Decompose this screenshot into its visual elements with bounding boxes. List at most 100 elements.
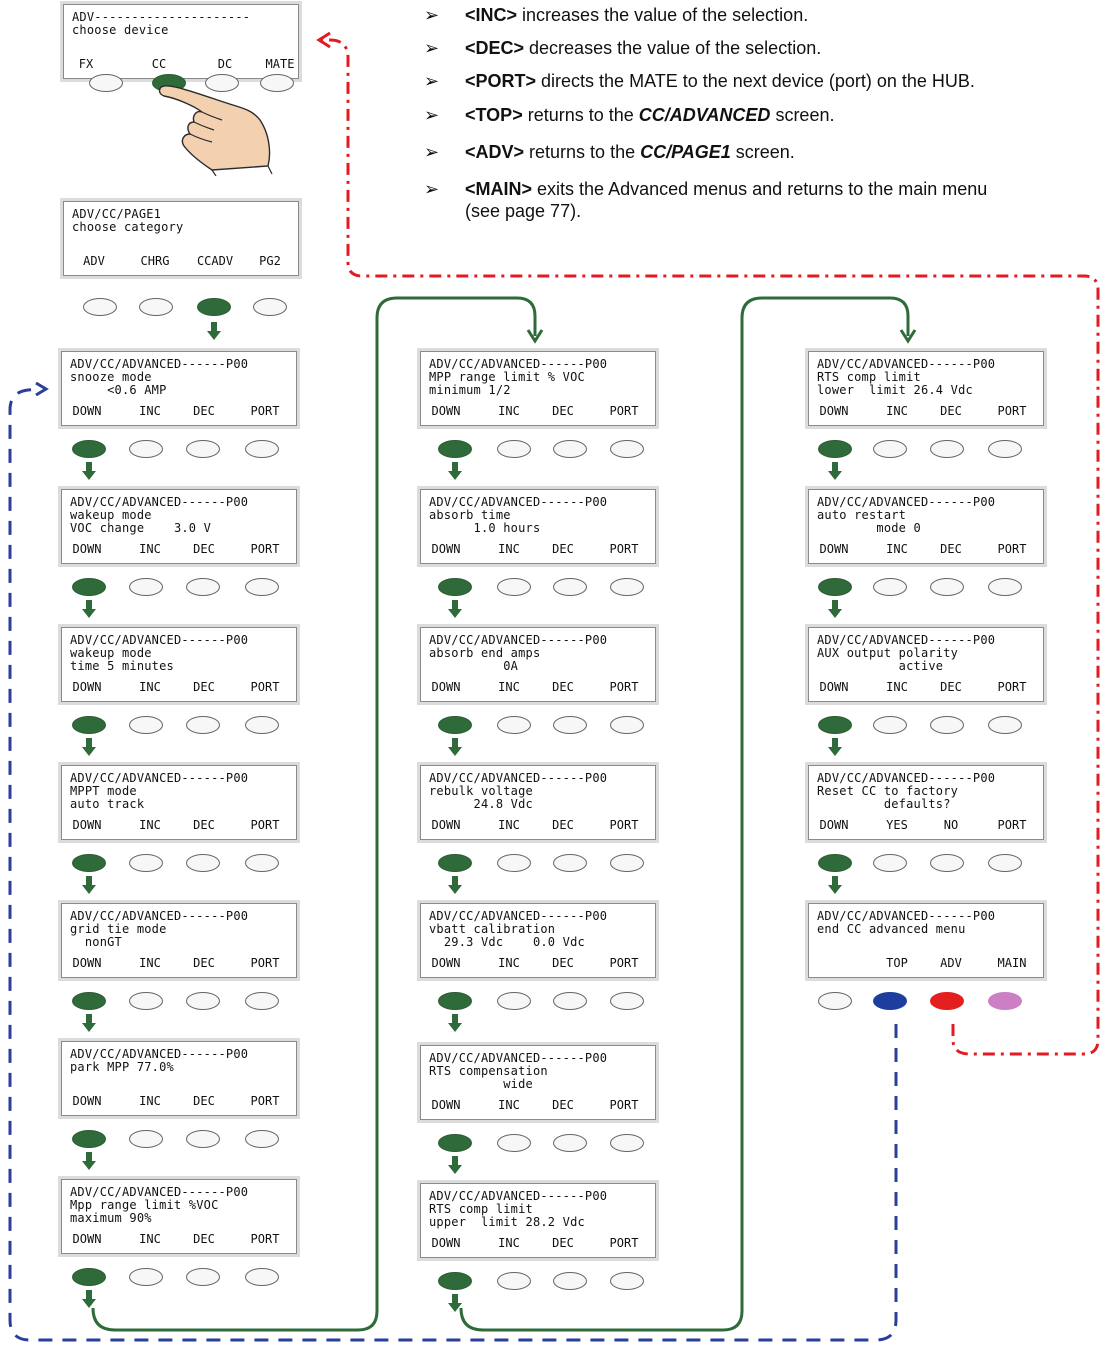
arrowhead-bullet-icon: ➢	[424, 5, 440, 25]
screen-line: grid tie mode	[70, 922, 167, 936]
softkey-down[interactable]	[72, 578, 106, 596]
softkey-dec[interactable]	[186, 440, 220, 458]
softkey-inc[interactable]	[129, 440, 163, 458]
softkey-inc[interactable]	[497, 854, 531, 872]
softkey-down[interactable]	[438, 1272, 472, 1290]
screen-line: 1.0 hours	[429, 521, 541, 535]
softkey-label: DOWN	[72, 404, 102, 418]
softkey-dec[interactable]	[930, 716, 964, 734]
screen-line: MPP range limit % VOC	[429, 370, 585, 384]
screen-line: absorb time	[429, 508, 511, 522]
softkey-down[interactable]	[438, 992, 472, 1010]
flow-column1-to-column2	[91, 296, 537, 1332]
softkey-dc[interactable]	[205, 74, 239, 92]
softkey-port[interactable]	[245, 440, 279, 458]
softkey-inc[interactable]	[497, 578, 531, 596]
softkey-adv[interactable]	[930, 992, 964, 1010]
softkey-inc[interactable]	[873, 716, 907, 734]
softkey-dec[interactable]	[553, 992, 587, 1010]
softkey-inc[interactable]	[873, 440, 907, 458]
softkey-port[interactable]	[988, 440, 1022, 458]
softkey-inc[interactable]	[497, 992, 531, 1010]
softkey-ccadv[interactable]	[197, 298, 231, 316]
screen-name: CC/ADVANCED	[638, 105, 771, 125]
softkey-dec[interactable]	[186, 1130, 220, 1148]
softkey-port[interactable]	[245, 578, 279, 596]
softkey-down[interactable]	[72, 992, 106, 1010]
softkey-down[interactable]	[438, 854, 472, 872]
softkey-dec[interactable]	[553, 578, 587, 596]
softkey-inc[interactable]	[873, 578, 907, 596]
softkey-mate[interactable]	[260, 74, 294, 92]
softkey-inc[interactable]	[873, 854, 907, 872]
softkey-down[interactable]	[818, 854, 852, 872]
softkey-down[interactable]	[818, 440, 852, 458]
softkey-inc[interactable]	[129, 1268, 163, 1286]
softkey-port[interactable]	[245, 854, 279, 872]
softkey-dec[interactable]	[553, 440, 587, 458]
softkey-port[interactable]	[245, 1130, 279, 1148]
softkey-port[interactable]	[610, 716, 644, 734]
softkey-port[interactable]	[610, 854, 644, 872]
softkey-down[interactable]	[72, 440, 106, 458]
softkey-dec[interactable]	[553, 854, 587, 872]
softkey-down[interactable]	[72, 854, 106, 872]
softkey-dec[interactable]	[930, 854, 964, 872]
softkey-dec[interactable]	[186, 716, 220, 734]
softkey-down[interactable]	[818, 716, 852, 734]
softkey-inc[interactable]	[129, 854, 163, 872]
softkey-adv[interactable]	[83, 298, 117, 316]
softkey-inc[interactable]	[129, 716, 163, 734]
softkey-dec[interactable]	[553, 716, 587, 734]
screen-line: ADV/CC/ADVANCED------P00	[429, 495, 608, 509]
softkey-blank[interactable]	[818, 992, 852, 1010]
softkey-fx[interactable]	[89, 74, 123, 92]
softkey-port[interactable]	[988, 578, 1022, 596]
softkey-down[interactable]	[818, 578, 852, 596]
softkey-down[interactable]	[72, 716, 106, 734]
softkey-port[interactable]	[610, 578, 644, 596]
softkey-port[interactable]	[988, 716, 1022, 734]
softkey-dec[interactable]	[930, 578, 964, 596]
softkey-down[interactable]	[438, 1134, 472, 1152]
softkey-port[interactable]	[610, 440, 644, 458]
softkey-dec[interactable]	[186, 578, 220, 596]
softkey-inc[interactable]	[129, 578, 163, 596]
softkey-pg2[interactable]	[253, 298, 287, 316]
softkey-port[interactable]	[988, 854, 1022, 872]
softkey-port[interactable]	[610, 1272, 644, 1290]
softkey-inc[interactable]	[129, 1130, 163, 1148]
softkey-port[interactable]	[245, 716, 279, 734]
softkey-chrg[interactable]	[139, 298, 173, 316]
softkey-main[interactable]	[988, 992, 1022, 1010]
softkey-down[interactable]	[438, 440, 472, 458]
softkey-port[interactable]	[610, 992, 644, 1010]
softkey-inc[interactable]	[497, 1272, 531, 1290]
screen-line: wakeup mode	[70, 508, 152, 522]
softkey-port[interactable]	[610, 1134, 644, 1152]
softkey-label: DOWN	[819, 542, 849, 556]
softkey-dec[interactable]	[186, 1268, 220, 1286]
softkey-down[interactable]	[438, 716, 472, 734]
softkey-dec[interactable]	[553, 1134, 587, 1152]
screen-line: wakeup mode	[70, 646, 152, 660]
softkey-inc[interactable]	[497, 1134, 531, 1152]
softkey-port[interactable]	[245, 1268, 279, 1286]
softkey-label: DEC	[193, 680, 215, 694]
softkey-dec[interactable]	[930, 440, 964, 458]
softkey-down[interactable]	[72, 1130, 106, 1148]
screen-line: ADV/CC/ADVANCED------P00	[429, 771, 608, 785]
softkey-inc[interactable]	[129, 992, 163, 1010]
softkey-top[interactable]	[873, 992, 907, 1010]
screen-line: <0.6 AMP	[70, 383, 167, 397]
softkey-inc[interactable]	[497, 716, 531, 734]
screen-line: end CC advanced menu	[817, 922, 966, 936]
softkey-dec[interactable]	[553, 1272, 587, 1290]
softkey-port[interactable]	[245, 992, 279, 1010]
softkey-dec[interactable]	[186, 992, 220, 1010]
softkey-dec[interactable]	[186, 854, 220, 872]
softkey-down[interactable]	[72, 1268, 106, 1286]
softkey-inc[interactable]	[497, 440, 531, 458]
softkey-down[interactable]	[438, 578, 472, 596]
